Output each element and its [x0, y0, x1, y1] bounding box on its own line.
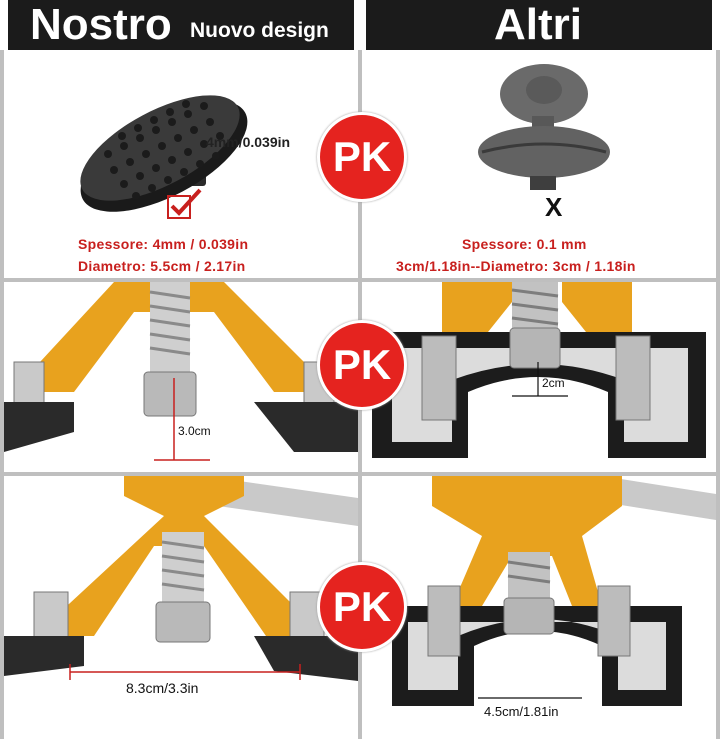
row-divider-1: [0, 278, 720, 282]
header-left-title: Nostro: [30, 0, 172, 49]
suction-cup-illustration: [478, 64, 610, 190]
pk-badge-row2: PK: [317, 320, 407, 410]
panel-altri-width: 4.5cm/1.81in: [362, 476, 716, 739]
reject-mark: X: [545, 192, 563, 222]
spec-thickness-altri: Spessore: 0.1 mm: [462, 236, 587, 252]
left-border: [0, 50, 4, 739]
altri-lifter-width-illustration: [392, 476, 716, 706]
spec-thickness-nostro: Spessore: 4mm / 0.039in: [78, 236, 249, 252]
spec-diameter-nostro: Diametro: 5.5cm / 2.17in: [78, 258, 246, 274]
height-callout-nostro: 3.0cm: [178, 424, 211, 438]
pk-badge-row1: PK: [317, 112, 407, 202]
altri-lifter-height-illustration: [372, 282, 706, 458]
thickness-callout: 4mm/0.039in: [206, 134, 291, 150]
glue-tab-illustration: [80, 95, 248, 219]
panel-nostro-width: 8.3cm/3.3in: [4, 476, 358, 739]
header-nostro: Nostro Nuovo design: [8, 0, 354, 50]
pk-badge-row3: PK: [317, 562, 407, 652]
header-altri: Altri: [366, 0, 712, 50]
header-right-title: Altri: [494, 0, 582, 49]
width-callout-nostro: 8.3cm/3.3in: [126, 680, 199, 696]
dent-lifter-width-illustration: [4, 476, 358, 681]
panel-nostro-height: 3.0cm: [4, 282, 358, 472]
dent-lifter-height-illustration: [4, 282, 358, 461]
header-left-subtitle: Nuovo design: [190, 19, 329, 42]
width-callout-altri: 4.5cm/1.81in: [484, 704, 559, 719]
row-divider-2: [0, 472, 720, 476]
panel-altri-pad: X Spessore: 0.1 mm 3cm/1.18in--Diametro:…: [362, 50, 716, 278]
height-callout-altri: 2cm: [542, 376, 565, 390]
panel-nostro-pad: 4mm/0.039in Spessore: 4mm / 0.039in Diam…: [4, 50, 358, 278]
spec-diameter-altri: 3cm/1.18in--Diametro: 3cm / 1.18in: [396, 258, 636, 274]
right-border: [716, 50, 720, 739]
panel-altri-height: 2cm: [362, 282, 716, 472]
